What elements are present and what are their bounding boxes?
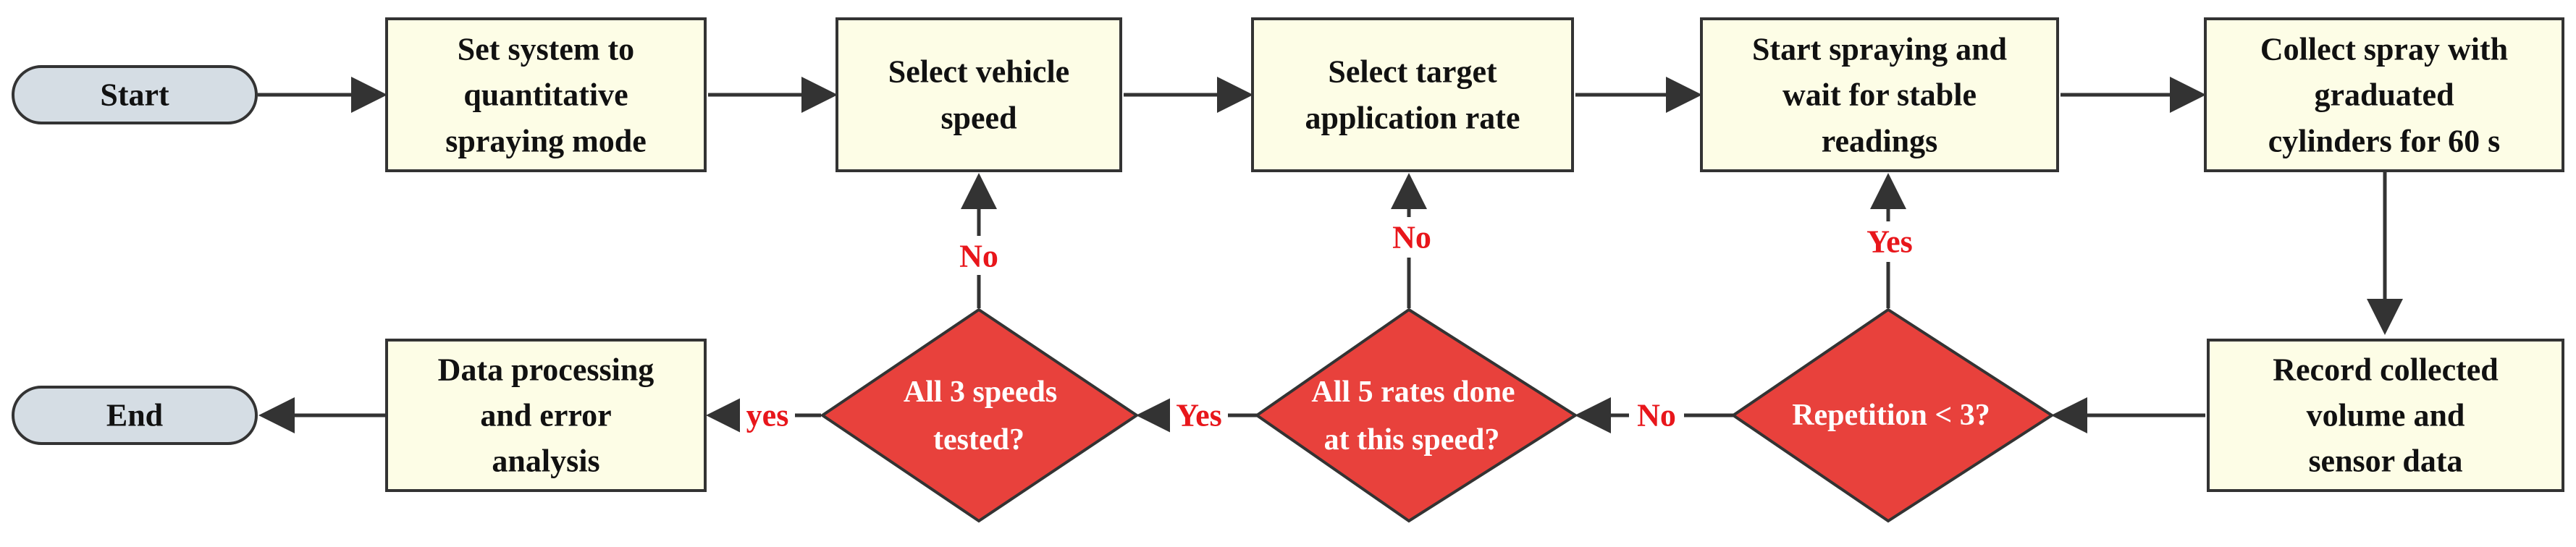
decision-rates: All 5 rates done at this speed? — [1254, 308, 1578, 523]
decision-repetition: Repetition < 3? — [1730, 308, 2055, 523]
process-record-data: Record collected volume and sensor data — [2207, 339, 2564, 492]
process-data-processing: Data processing and error analysis — [385, 339, 707, 492]
edge-labels: Yes No No Yes No yes — [740, 217, 1919, 436]
process-set-mode-line-3: spraying mode — [445, 124, 646, 159]
edge-label-bg — [1170, 397, 1228, 436]
decision-rates-line-1: All 5 rates done — [1311, 376, 1515, 409]
decision-rates-line-2: at this speed? — [1324, 423, 1500, 457]
edge-label-speeds-no: No — [959, 239, 998, 274]
process-start-spraying-line-1: Start spraying and — [1752, 32, 2007, 67]
decision-speeds-line-2: tested? — [933, 423, 1024, 457]
decision-speeds-diamond — [820, 308, 1140, 523]
end-terminal-shape — [12, 386, 258, 445]
decision-repetition-diamond — [1730, 308, 2055, 523]
process-collect-spray-line-2: graduated — [2314, 77, 2454, 113]
process-record-data-line-1: Record collected — [2273, 352, 2499, 388]
process-data-processing-line-3: analysis — [492, 444, 599, 479]
decision-speeds: All 3 speeds tested? — [820, 308, 1140, 523]
edge-label-bg — [1629, 397, 1684, 436]
process-select-speed-line-1: Select vehicle — [888, 54, 1069, 90]
edge-label-rates-no: No — [1392, 220, 1431, 255]
decision-speeds-line-1: All 3 speeds — [904, 376, 1057, 409]
edge-label-bg — [1861, 221, 1919, 262]
process-start-spraying-line-3: readings — [1822, 124, 1938, 159]
edge-label-bg — [1384, 217, 1436, 258]
process-set-mode-line-2: quantitative — [463, 77, 628, 113]
edge-label-repetition-yes: Yes — [1866, 224, 1913, 260]
process-select-speed: Select vehicle speed — [835, 17, 1122, 172]
process-start-spraying-line-2: wait for stable — [1782, 77, 1977, 113]
process-record-data-line-2: volume and — [2307, 398, 2465, 433]
decision-repetition-line-1: Repetition < 3? — [1792, 399, 1990, 432]
end-label: End — [106, 398, 163, 433]
end-terminal: End — [12, 386, 258, 445]
start-terminal: Start — [12, 65, 258, 124]
process-collect-spray-line-3: cylinders for 60 s — [2268, 124, 2501, 159]
process-set-mode: Set system to quantitative spraying mode — [385, 17, 707, 172]
process-collect-spray-line-1: Collect spray with — [2260, 32, 2508, 67]
start-terminal-shape — [12, 65, 258, 124]
process-set-mode-box — [385, 17, 707, 172]
process-select-rate-line-2: application rate — [1305, 101, 1520, 136]
process-set-mode-line-1: Set system to — [458, 32, 634, 67]
process-data-processing-line-1: Data processing — [438, 352, 654, 388]
process-record-data-box — [2207, 339, 2564, 492]
edge-label-bg — [740, 397, 795, 436]
decision-rates-diamond — [1254, 308, 1578, 523]
process-select-speed-line-2: speed — [940, 101, 1016, 136]
edge-label-bg — [953, 236, 1005, 275]
process-select-rate-line-1: Select target — [1328, 54, 1497, 90]
edge-label-rates-yes: Yes — [1176, 398, 1222, 433]
process-start-spraying: Start spraying and wait for stable readi… — [1700, 17, 2059, 172]
process-select-rate: Select target application rate — [1251, 17, 1574, 172]
process-start-spraying-box — [1700, 17, 2059, 172]
process-select-rate-box — [1251, 17, 1574, 172]
process-record-data-line-3: sensor data — [2308, 444, 2462, 479]
edge-label-speeds-yes: yes — [746, 398, 789, 433]
start-label: Start — [100, 77, 169, 113]
edge-label-repetition-no: No — [1637, 398, 1676, 433]
process-data-processing-line-2: and error — [480, 398, 611, 433]
process-collect-spray: Collect spray with graduated cylinders f… — [2204, 17, 2564, 172]
process-data-processing-box — [385, 339, 707, 492]
process-collect-spray-box — [2204, 17, 2564, 172]
process-select-speed-box — [835, 17, 1122, 172]
